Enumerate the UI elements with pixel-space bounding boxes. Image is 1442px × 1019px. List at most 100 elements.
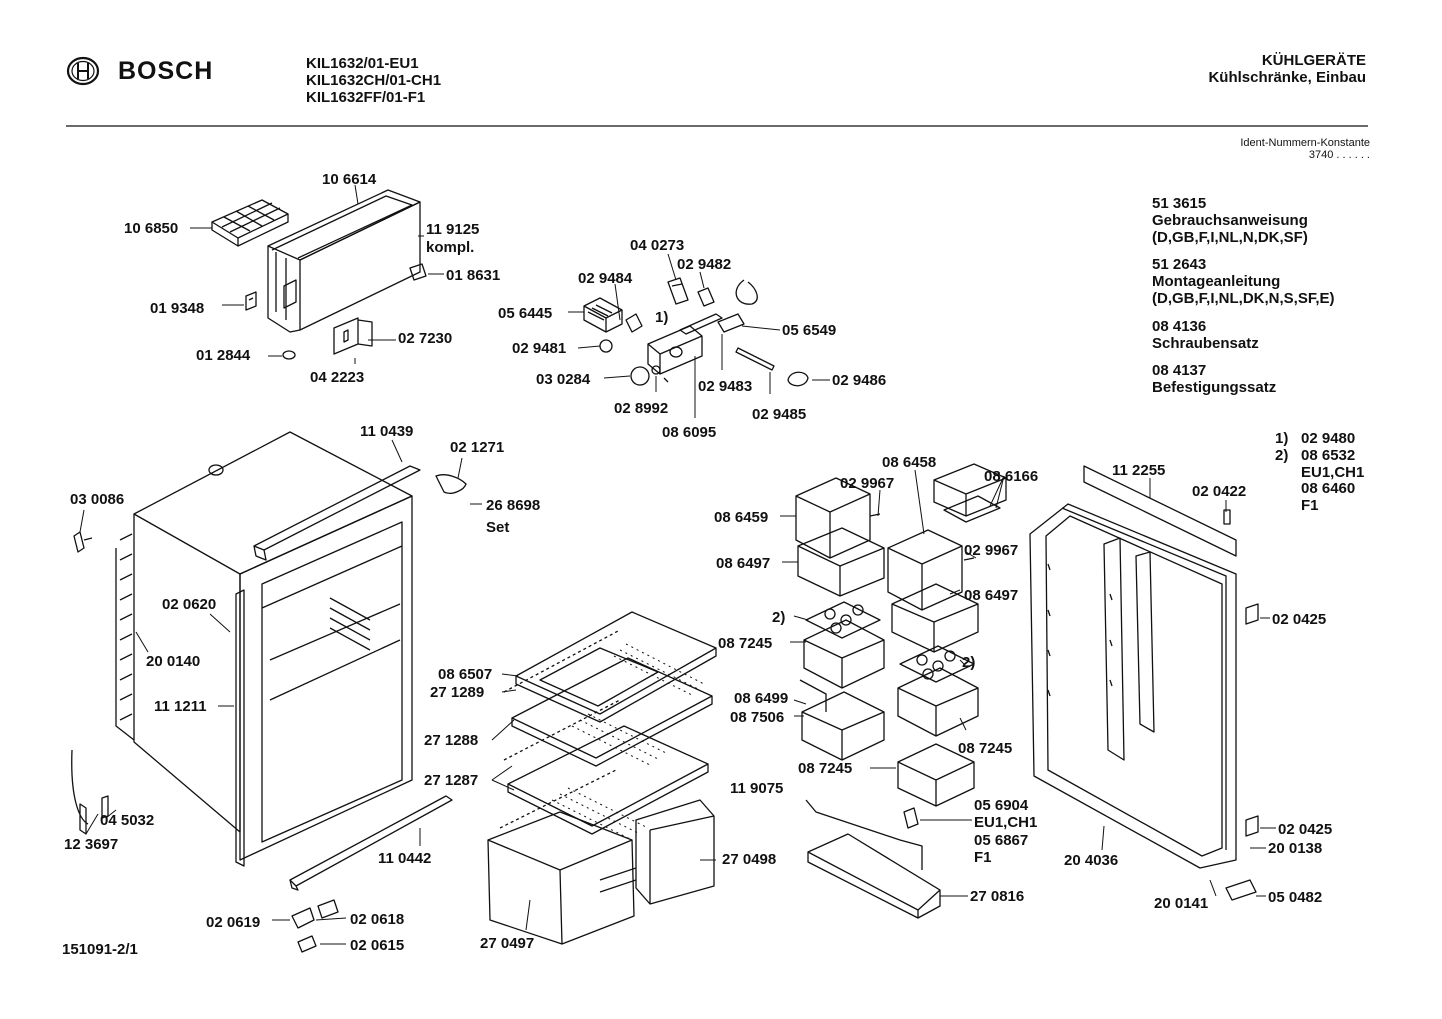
- part-label: 27 1289: [430, 684, 484, 701]
- part-label: 05 6549: [782, 322, 836, 339]
- ident-value: 3740 . . . . . .: [1308, 149, 1370, 162]
- part-label: 08 6459: [714, 509, 768, 526]
- part-labels: 10 6614 10 6850 11 9125 kompl. 01 8631 0…: [64, 171, 1332, 954]
- part-label: 02 9481: [512, 340, 566, 357]
- part-label: 04 2223: [310, 369, 364, 386]
- part-label: 20 0141: [1154, 895, 1208, 912]
- fridge-door-drawing: [1029, 465, 1259, 901]
- thermostat-group-drawing: [583, 277, 809, 387]
- part-label: 02 0422: [1192, 483, 1246, 500]
- part-label: 20 0140: [146, 653, 200, 670]
- part-label: 03 0086: [70, 491, 124, 508]
- part-label: 08 6507: [438, 666, 492, 683]
- hinge-drawing: [333, 317, 373, 355]
- part-label: 02 9967: [840, 475, 894, 492]
- document-list: 51 3615 Gebrauchsanweisung (D,GB,F,I,NL,…: [1152, 195, 1335, 408]
- part-label: 2): [772, 609, 785, 626]
- hinge-drawing: [245, 291, 257, 311]
- part-label: 02 1271: [450, 439, 504, 456]
- part-label: 12 3697: [64, 836, 118, 853]
- part-label: 08 6458: [882, 454, 936, 471]
- footnote-text: 08 6532: [1301, 446, 1356, 464]
- category-title: KÜHLGERÄTE: [1261, 52, 1366, 69]
- document-number: 08 4136: [1152, 317, 1207, 335]
- hinge-set-drawing: [291, 899, 339, 929]
- drawing-id: 151091-2/1: [62, 941, 138, 958]
- footnote-list: 1) 02 9480 2) 08 6532 EU1,CH1 08 6460 F1: [1275, 430, 1365, 515]
- part-label: 10 6850: [124, 220, 178, 237]
- part-label: 01 8631: [446, 267, 500, 284]
- bracket-drawing: [409, 263, 427, 281]
- part-label: 02 0425: [1272, 611, 1326, 628]
- plug-drawing: [282, 350, 296, 360]
- ident-label: Ident-Nummern-Konstante: [1240, 137, 1370, 149]
- part-label: 04 0273: [630, 237, 684, 254]
- brand: BOSCH: [66, 56, 213, 86]
- brand-name: BOSCH: [118, 56, 214, 85]
- part-label: 11 0439: [360, 423, 413, 440]
- part-label: 08 6497: [964, 587, 1018, 604]
- part-label: kompl.: [426, 239, 474, 256]
- part-label: 02 9484: [578, 270, 633, 287]
- document-number: 51 3615: [1152, 195, 1207, 212]
- part-label: 27 0816: [970, 888, 1024, 905]
- footnote: 1) 02 9480: [1275, 430, 1364, 448]
- document-number: 51 2643: [1152, 256, 1207, 274]
- part-label: 08 6166: [984, 468, 1038, 485]
- document-title: Befestigungssatz: [1152, 379, 1277, 397]
- document-languages: (D,GB,F,I,NL,N,DK,SF): [1152, 228, 1308, 246]
- part-label: 26 8698: [486, 497, 540, 514]
- part-label: 27 1287: [424, 772, 478, 789]
- part-label: 05 6445: [498, 305, 552, 322]
- part-label: 11 2255: [1112, 462, 1165, 479]
- footnote: EU1,CH1: [1275, 463, 1365, 482]
- part-label: 08 7245: [718, 635, 772, 652]
- part-label: 08 6499: [734, 690, 788, 707]
- part-label: 02 0619: [206, 914, 260, 931]
- document-title: Schraubensatz: [1152, 334, 1259, 352]
- part-label: 02 9483: [698, 378, 752, 395]
- part-label: 02 0425: [1278, 821, 1332, 838]
- part-label: 27 0497: [480, 935, 534, 952]
- model-line: KIL1632FF/01-F1: [306, 88, 426, 106]
- footnote: 2) 08 6532: [1275, 446, 1364, 465]
- part-label: 08 7506: [730, 709, 784, 726]
- part-drawings: [66, 125, 1368, 953]
- part-label: 20 4036: [1064, 852, 1118, 869]
- hinge-pin-drawing: [297, 935, 317, 953]
- part-label: 04 5032: [100, 812, 154, 829]
- ident-block: Ident-Nummern-Konstante 3740 . . . . . .: [1240, 137, 1370, 162]
- footnote-text: EU1,CH1: [1301, 463, 1365, 481]
- door-bins-drawing: [795, 463, 1007, 919]
- leader-lines: [79, 184, 1276, 945]
- part-label: 02 8992: [614, 400, 668, 417]
- shelf-perforation-pattern: [551, 643, 705, 841]
- part-label: 27 0498: [722, 851, 776, 868]
- document-languages: (D,GB,F,I,NL,DK,N,S,SF,E): [1152, 289, 1335, 307]
- part-label: 03 0284: [536, 371, 591, 388]
- document-item: 51 3615 Gebrauchsanweisung (D,GB,F,I,NL,…: [1152, 195, 1335, 246]
- part-label: 11 9125: [426, 221, 479, 238]
- part-label: 01 2844: [196, 347, 251, 364]
- part-label: 02 9485: [752, 406, 806, 423]
- crisper-drawers-drawing: [487, 799, 715, 945]
- part-label: 11 9075: [730, 780, 783, 797]
- footnote-text: F1: [1301, 497, 1319, 515]
- part-label: 08 7245: [798, 760, 852, 777]
- part-label: 02 7230: [398, 330, 452, 347]
- document-item: 51 2643 Montageanleitung (D,GB,F,I,NL,DK…: [1152, 257, 1335, 307]
- part-label: Set: [486, 519, 509, 536]
- part-label: 02 9482: [677, 256, 731, 273]
- footnote: F1: [1275, 497, 1364, 515]
- bosch-logo-icon: [66, 56, 100, 86]
- part-label: EU1,CH1: [974, 814, 1037, 831]
- footnote-mark: 2): [1275, 446, 1289, 464]
- model-line: KIL1632CH/01-CH1: [306, 71, 442, 89]
- footnote: 08 6460: [1275, 481, 1364, 498]
- model-list: KIL1632/01-EU1 KIL1632CH/01-CH1 KIL1632F…: [306, 55, 442, 106]
- part-label: 27 1288: [424, 732, 478, 749]
- part-label: 02 9486: [832, 372, 886, 389]
- footnote-text: 02 9480: [1301, 430, 1356, 447]
- fridge-body-drawing: [73, 431, 467, 891]
